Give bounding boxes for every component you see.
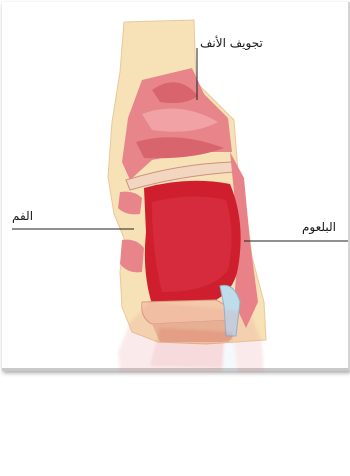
reflection-shapes	[0, 268, 350, 372]
diagram-reflection	[0, 268, 350, 372]
label-pharynx: البلعوم	[302, 220, 336, 234]
label-nasal-cavity: تجويف الأنف	[200, 36, 263, 50]
label-mouth: الفم	[12, 209, 33, 223]
